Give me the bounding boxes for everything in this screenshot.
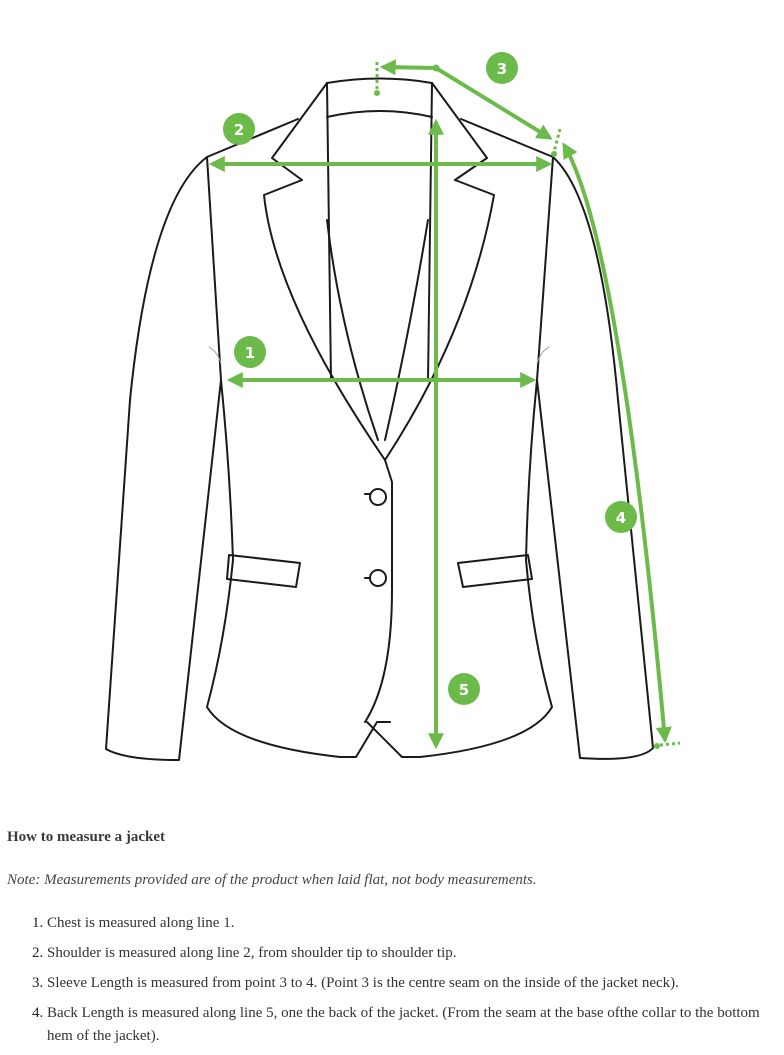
svg-text:2: 2 [234, 121, 244, 139]
sleeve-line [562, 142, 672, 744]
measurement-note: Note: Measurements provided are of the p… [7, 872, 537, 888]
marker-badge-1: 1 [234, 336, 266, 368]
svg-text:5: 5 [459, 681, 469, 699]
svg-text:1: 1 [245, 344, 255, 362]
svg-text:4: 4 [616, 509, 626, 527]
jacket-outline [105, 77, 654, 761]
step-sleeve-length: Sleeve Length is measured from point 3 t… [47, 972, 770, 995]
dotted-markers [375, 62, 681, 747]
measurement-lines [208, 59, 672, 750]
step-chest: Chest is measured along line 1. [47, 912, 770, 935]
svg-text:3: 3 [497, 60, 507, 78]
jacket-measurement-diagram: 1 2 3 4 5 [105, 52, 681, 761]
marker-badge-3: 3 [486, 52, 518, 84]
step-shoulder: Shoulder is measured along line 2, from … [47, 942, 770, 965]
marker-badge-4: 4 [605, 501, 637, 533]
section-heading: How to measure a jacket [7, 829, 166, 845]
step-back-length: Back Length is measured along line 5, on… [47, 1002, 770, 1048]
marker-badge-5: 5 [448, 673, 480, 705]
measurement-steps-list: Chest is measured along line 1. Shoulder… [0, 912, 770, 1055]
sleeve-start-line [379, 59, 553, 140]
marker-badge-2: 2 [223, 113, 255, 145]
